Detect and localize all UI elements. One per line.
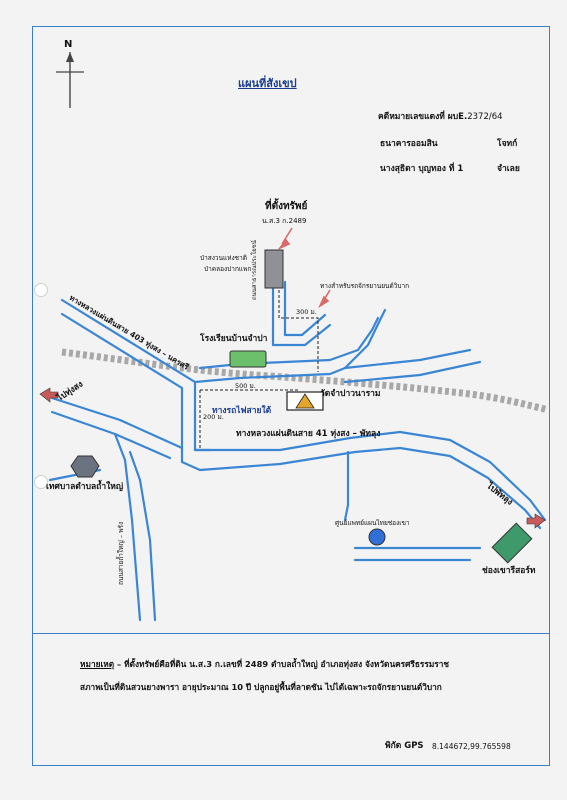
temple-label: วัดจำปาวนาราม [320, 389, 381, 399]
temple-icon [286, 391, 324, 411]
note-divider [32, 633, 550, 634]
property-label: ที่ตั้งทรัพย์ [265, 201, 308, 212]
temple-road [343, 348, 472, 370]
railway-label: ทางรถไฟสายใต้ [212, 406, 272, 416]
gps-label: พิกัด GPS [385, 741, 424, 751]
health-center-icon [368, 528, 386, 546]
school-label: โรงเรียนบ้านจำปา [200, 334, 268, 344]
highway-41-label: ทางหลวงแผ่นดินสาย 41 ทุ่งสง – พัทลุง [236, 429, 381, 439]
forest-road [271, 280, 332, 347]
property-marker [264, 249, 284, 289]
note-line-2: สภาพเป็นที่ดินสวนยางพารา อายุประมาณ 10 ป… [80, 682, 442, 692]
distance-200-label: 200 ม. [203, 413, 224, 421]
school-icon [229, 350, 267, 368]
direction-arrow-west-icon [39, 387, 59, 403]
north-arrow-icon [56, 52, 84, 108]
pointer-arrows [277, 227, 331, 309]
note-text-1: – ที่ตั้งทรัพย์คือที่ดิน น.ส.3 ก.เลขที่ … [114, 659, 450, 669]
binder-hole-bottom [34, 475, 48, 489]
resort-label: ช่องเขารีสอร์ท [482, 566, 536, 576]
plaintiff-name: ธนาคารออมสิน [380, 139, 438, 149]
motorcycle-path-dashed [199, 290, 319, 448]
note-label: หมายเหตุ [80, 659, 115, 669]
forest-road-label: ถนนสาธารณประโยชน์ [251, 240, 258, 300]
municipality-icon [70, 455, 100, 478]
municipality-label: เทศบาลตำบลถ้ำใหญ่ [46, 482, 124, 492]
property-deed-label: น.ส.3 ก.2489 [262, 217, 307, 225]
school-road [193, 366, 347, 384]
motorcycle-path-label: ทางสำหรับรถจักรยานยนต์วิบาก [320, 282, 410, 290]
distance-500-label: 500 ม. [235, 382, 256, 390]
local-road [113, 432, 142, 622]
highway-41 [193, 430, 547, 522]
defendant-role: จำเลย [497, 164, 520, 174]
distance-300-label: 300 ม. [296, 308, 317, 316]
health-center-label: ศูนย์แพทย์แผนไทยช่องเขา [335, 519, 410, 527]
case-label: คดีหมายเลขแดงที่ ผบE.2372/64 [378, 112, 503, 122]
page-title: แผนที่สังเขป [238, 77, 297, 90]
plaintiff-role: โจทก์ [497, 139, 518, 149]
road-network [48, 280, 547, 622]
defendant-name: นางสุธิดา บุญทอง ที่ 1 [380, 164, 464, 174]
forest-label-1: ป่าสงวนแห่งชาติ [200, 254, 247, 262]
binder-hole-top [34, 283, 48, 297]
map-frame [32, 26, 550, 766]
resort-icon [491, 522, 533, 564]
forest-label-2: ป่าคลองปากแพก [204, 265, 252, 273]
direction-arrow-east-icon [526, 513, 546, 529]
note-line-1: หมายเหตุ – ที่ตั้งทรัพย์คือที่ดิน น.ส.3 … [80, 660, 449, 668]
gps-value: 8.144672,99.765598 [432, 742, 511, 751]
railway-line [61, 348, 549, 414]
local-road-label: ถนนสายถ้ำใหญ่ – พรัง [117, 521, 125, 585]
north-label: N [64, 39, 73, 50]
